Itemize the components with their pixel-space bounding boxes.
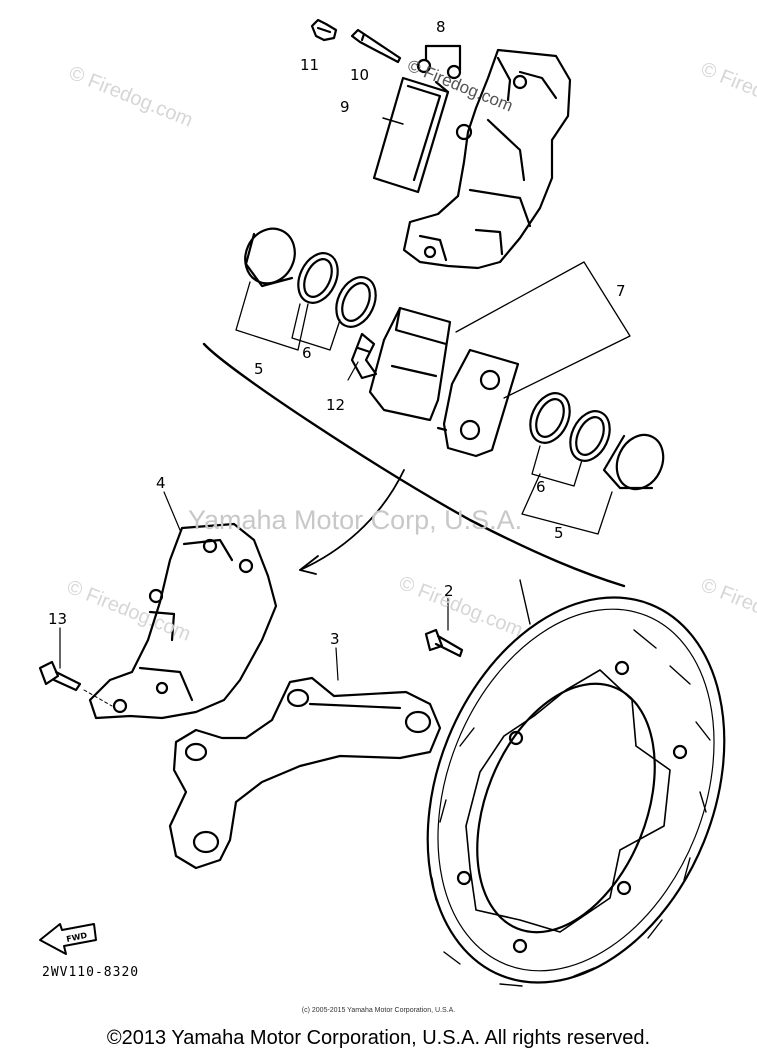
callout-6-lower: 6 xyxy=(536,478,546,496)
callout-8: 8 xyxy=(436,18,446,36)
small-copyright: (c) 2005-2015 Yamaha Motor Corporation, … xyxy=(301,1007,456,1014)
watermark-yamaha-center: Yamaha Motor Corp, U.S.A. xyxy=(188,505,523,535)
callout-7: 7 xyxy=(616,282,626,300)
part-2-bolt xyxy=(424,628,464,658)
upper-callout-brackets xyxy=(235,281,341,351)
part-12-pad-spring xyxy=(350,332,378,380)
part-11-clip xyxy=(310,18,338,42)
callout-11: 11 xyxy=(300,56,320,74)
assembly-arrow xyxy=(299,469,405,571)
part-7-bracket xyxy=(455,261,631,399)
leader-lines xyxy=(59,361,449,681)
disc-slots xyxy=(431,629,711,987)
part-10-pin xyxy=(350,28,402,64)
part-9-pad-shim xyxy=(372,76,450,194)
part-13-bolt xyxy=(38,660,113,707)
callout-2: 2 xyxy=(444,582,454,600)
lower-pistons-seals xyxy=(529,392,665,491)
caliper-body-upper xyxy=(402,48,572,270)
fwd-label: FWD xyxy=(66,931,89,944)
part-8-bleed-screws xyxy=(416,44,462,80)
callout-3: 3 xyxy=(330,630,340,648)
caliper-group-line xyxy=(202,342,626,588)
callout-5-upper: 5 xyxy=(254,360,264,378)
brake-disc xyxy=(426,579,726,984)
callout-13: 13 xyxy=(48,610,68,628)
part-number: 2WV110-8320 xyxy=(42,965,140,980)
callout-4: 4 xyxy=(156,474,166,492)
callout-9: 9 xyxy=(340,98,350,116)
callout-5-lower: 5 xyxy=(554,524,564,542)
upper-pistons-seals xyxy=(244,227,377,328)
lower-callout-brackets xyxy=(521,445,613,535)
fwd-arrow-icon xyxy=(39,923,97,955)
brake-pads xyxy=(368,306,520,458)
callout-10: 10 xyxy=(350,66,370,84)
copyright-footer: ©2013 Yamaha Motor Corporation, U.S.A. A… xyxy=(106,1027,651,1049)
callout-12: 12 xyxy=(326,396,346,414)
part-3-bracket xyxy=(168,676,442,870)
part-4-caliper xyxy=(88,522,278,720)
callout-6-upper: 6 xyxy=(302,344,312,362)
